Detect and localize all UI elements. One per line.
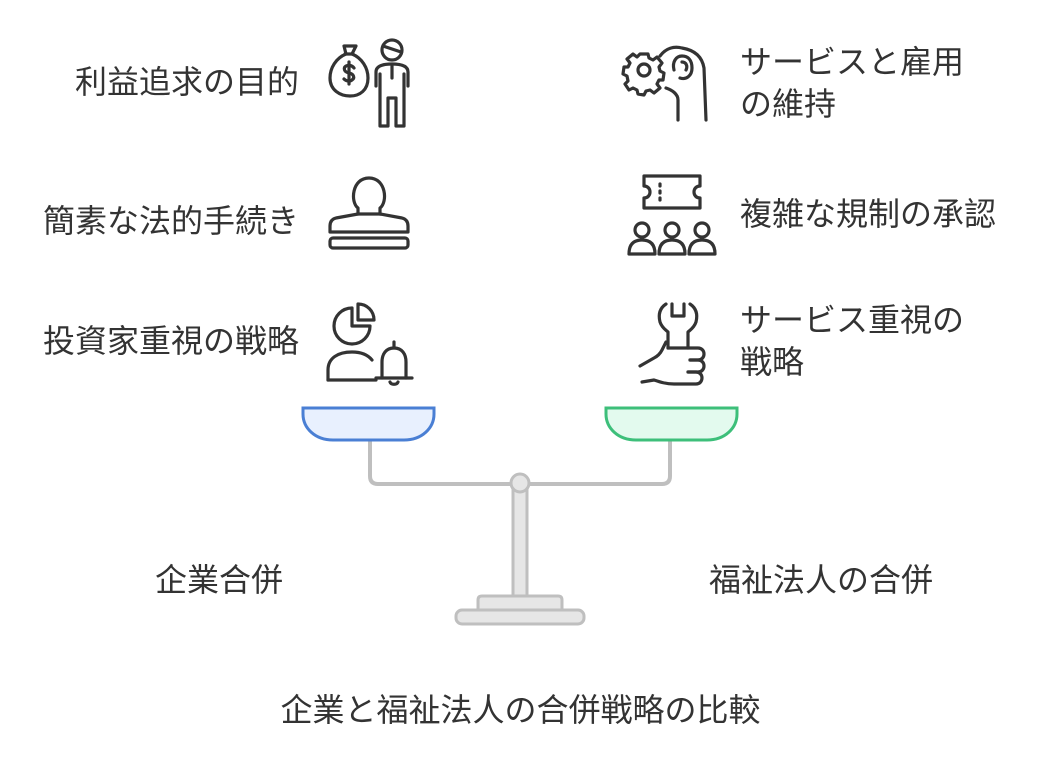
diagram-title: 企業と福祉法人の合併戦略の比較	[280, 691, 761, 729]
left-category-label: 企業合併	[154, 561, 283, 599]
investor-bell-icon	[322, 298, 417, 388]
hand-gear-icon	[621, 38, 717, 128]
scale-base-top	[476, 594, 564, 612]
right-category-label: 福祉法人の合併	[708, 561, 933, 599]
right-label-service-strategy-line2: 戦略	[740, 343, 805, 381]
stamp-icon	[324, 170, 414, 260]
left-label-investor-strategy: 投資家重視の戦略	[42, 322, 299, 360]
right-pan	[604, 406, 739, 442]
scale-base	[454, 608, 586, 626]
left-label-simple-procedure: 簡素な法的手続き	[42, 202, 299, 240]
left-pan	[301, 406, 436, 442]
right-label-complex-approval: 複雑な規制の承認	[740, 195, 997, 233]
left-label-profit: 利益追求の目的	[74, 63, 299, 101]
ticket-people-icon	[624, 168, 719, 260]
right-label-service-employment-line1: サービスと雇用	[740, 43, 965, 81]
right-label-service-strategy: サービス重視の 戦略	[740, 299, 964, 383]
scale-pillar	[511, 488, 529, 602]
money-bag-person-icon	[322, 38, 417, 130]
wrench-hand-icon	[624, 296, 719, 391]
right-label-service-strategy-line1: サービス重視の	[740, 301, 965, 339]
scale-pivot	[509, 472, 531, 494]
right-label-service-employment-line2: の維持	[740, 85, 837, 123]
right-label-service-employment: サービスと雇用 の維持	[740, 41, 964, 125]
